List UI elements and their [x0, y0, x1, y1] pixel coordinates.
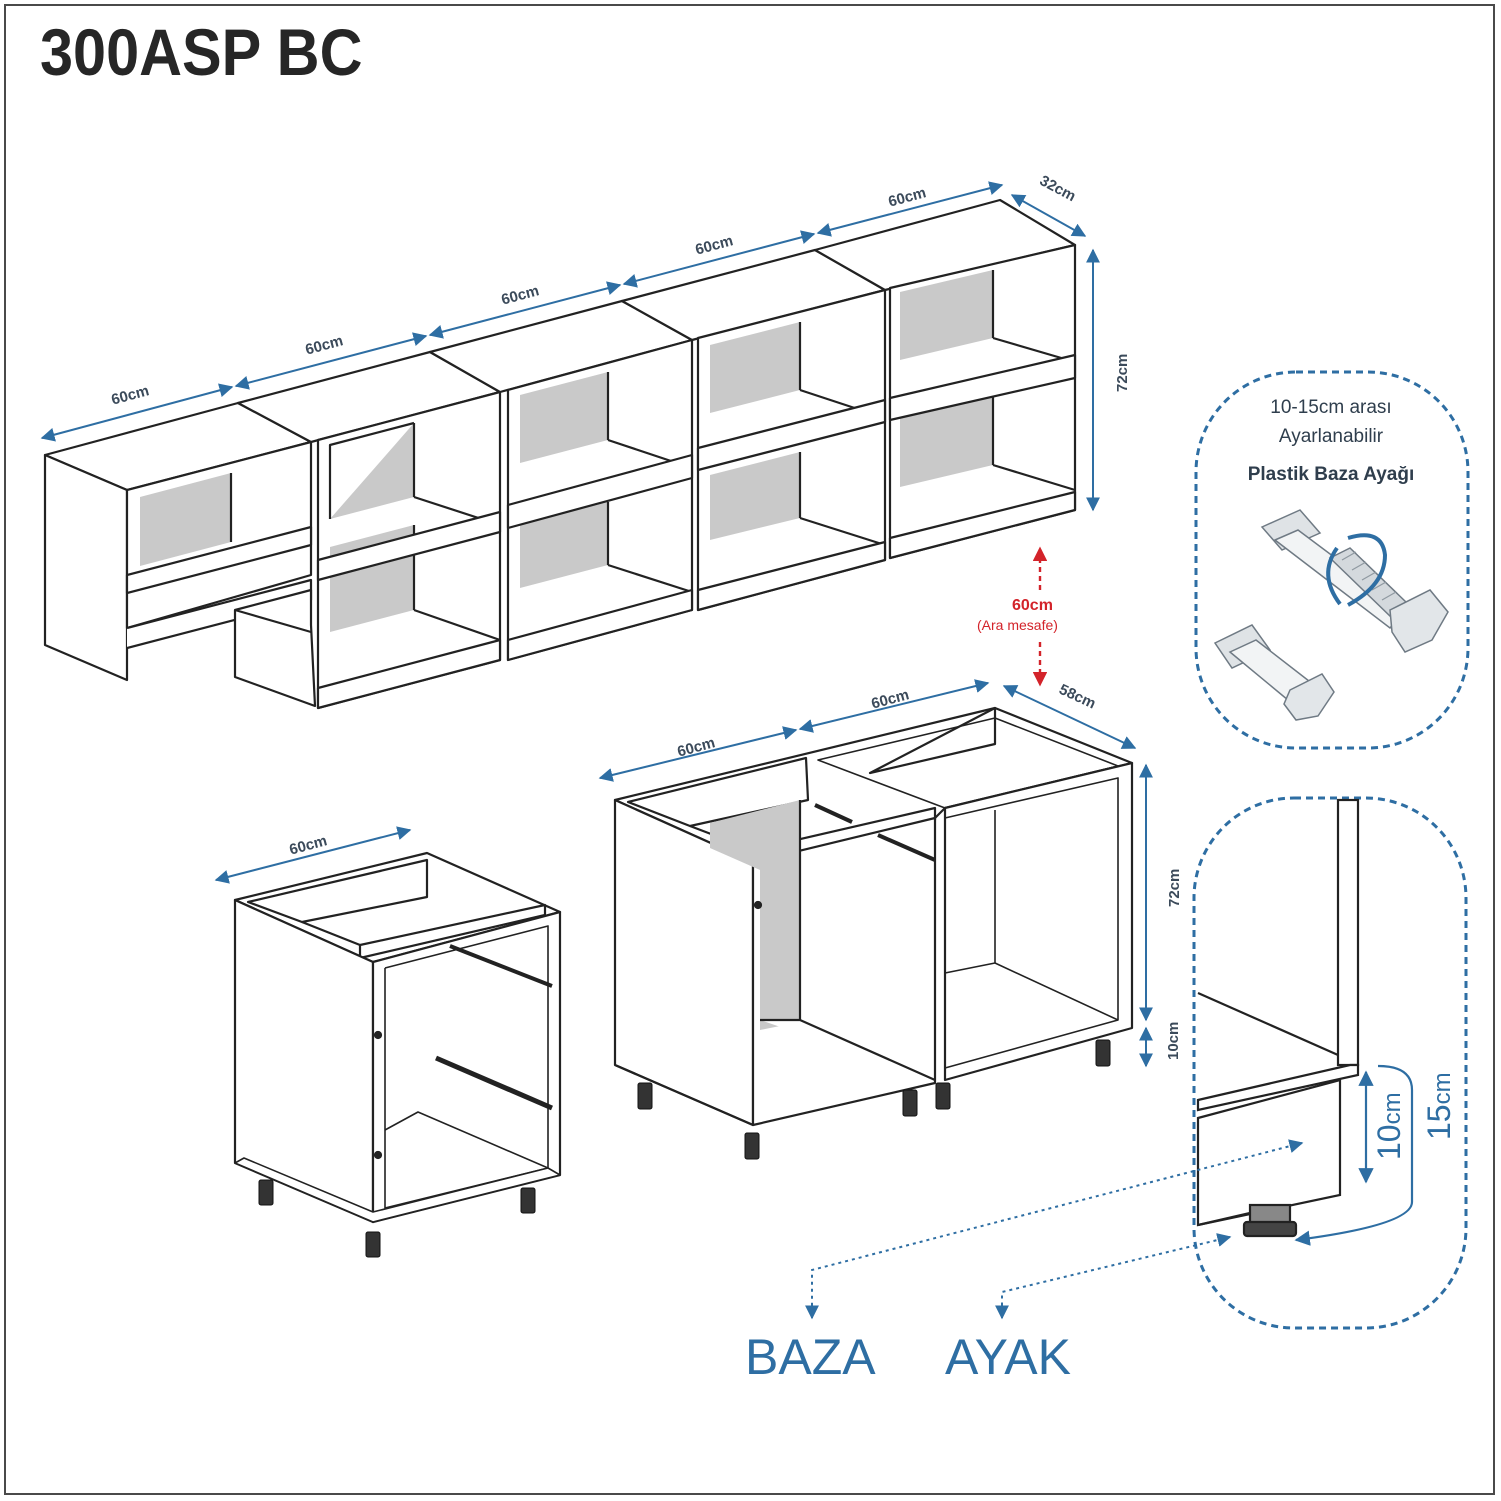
corner-base-dimension-lines — [598, 679, 1153, 1068]
leg-note-frame — [1194, 370, 1470, 750]
corner-depth-label: 58cm — [1056, 681, 1098, 713]
svg-text:15cm: 15cm — [1421, 1072, 1457, 1140]
total-height-unit: cm — [1429, 1072, 1456, 1104]
page-title: 300ASP BC — [40, 15, 363, 89]
pointer-lines — [805, 1139, 1304, 1320]
detail-frame — [1192, 796, 1468, 1330]
single-base-width-line — [214, 826, 412, 884]
single-base-legs — [258, 1179, 536, 1258]
detail-height-label-group: 10cm — [1371, 1092, 1407, 1160]
baza-label: BAZA — [745, 1329, 876, 1385]
wall-height-label: 72cm — [1114, 354, 1131, 392]
rotation-arrow-icon-2 — [1326, 546, 1342, 606]
corner-leg-label: 10cm — [1165, 1022, 1182, 1060]
image-frame — [4, 4, 1495, 1495]
gap-value: 60cm — [1012, 597, 1053, 614]
leg-note-line-1: 10-15cm arası — [1270, 397, 1391, 418]
detail-total-label-group: 15cm — [1421, 1072, 1457, 1140]
wall-width-label-4: 60cm — [694, 232, 735, 258]
rotation-arrow-icon — [1347, 533, 1388, 607]
wall-width-label-1: 60cm — [110, 382, 151, 408]
plastic-leg-icon — [1213, 509, 1449, 721]
leg-note-line-2: Ayarlanabilir — [1279, 426, 1384, 447]
single-base-width-label: 60cm — [288, 832, 329, 858]
wall-dimension-lines — [40, 181, 1100, 512]
total-height-value: 15 — [1421, 1104, 1457, 1140]
ayak-label: AYAK — [945, 1329, 1071, 1385]
plinth-height-unit: cm — [1379, 1092, 1406, 1124]
wall-cabinets — [43, 198, 1077, 710]
leg-note-line-3: Plastik Baza Ayağı — [1248, 464, 1415, 485]
gap-note: (Ara mesafe) — [977, 617, 1058, 633]
corner-width-label-1: 60cm — [676, 734, 717, 760]
wall-depth-label: 32cm — [1037, 172, 1079, 205]
detail-dimension-lines — [1294, 1064, 1414, 1246]
detail-drawing — [1196, 798, 1360, 1238]
corner-width-label-2: 60cm — [870, 686, 911, 712]
corner-height-label: 72cm — [1166, 869, 1183, 907]
single-base-cabinet — [233, 851, 562, 1224]
plinth-height-value: 10 — [1371, 1124, 1407, 1160]
corner-base-cabinet — [613, 706, 1134, 1127]
svg-text:10cm: 10cm — [1371, 1092, 1407, 1160]
wall-width-label-2: 60cm — [304, 332, 345, 358]
wall-width-label-3: 60cm — [500, 282, 541, 308]
corner-base-legs — [637, 1039, 1111, 1160]
